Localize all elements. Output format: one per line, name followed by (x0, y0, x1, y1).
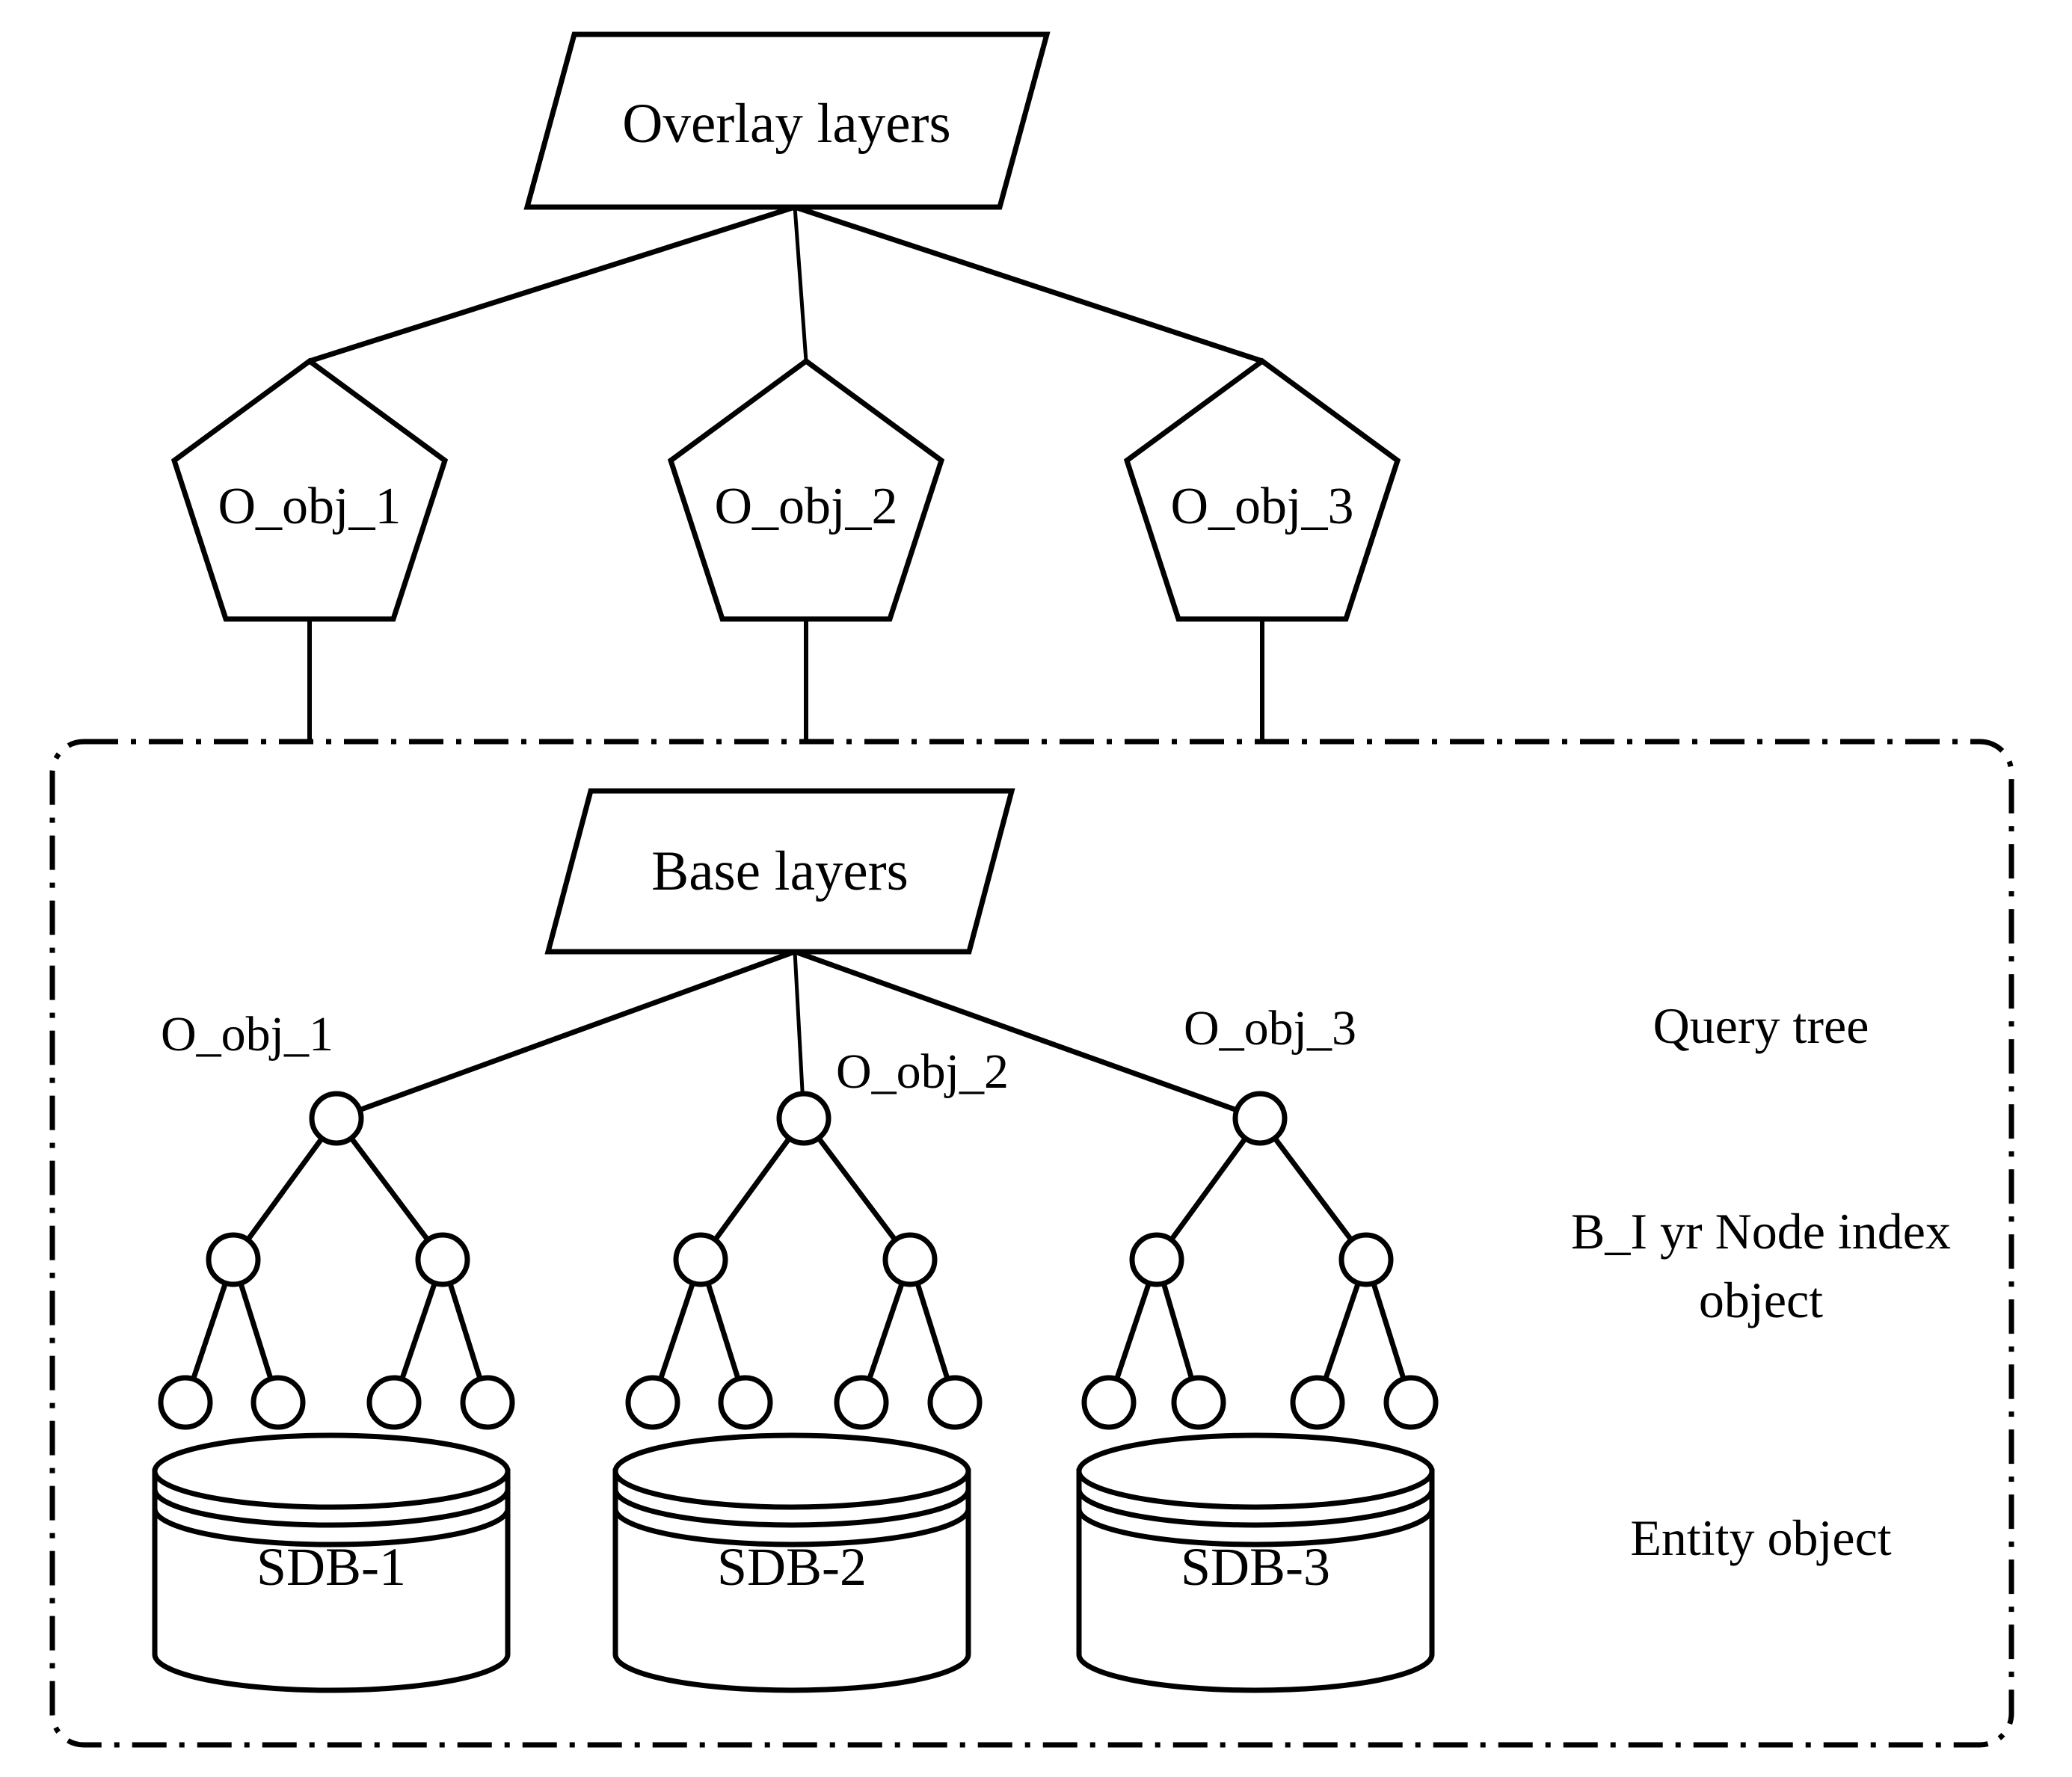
sdb3-top-disc (1076, 1432, 1435, 1510)
tree2-mid-node-left (673, 1232, 728, 1287)
sdb3-disc-line-1 (1076, 1488, 1435, 1528)
sdb1-top-disc (152, 1432, 511, 1510)
tree1-edge-root-right (334, 1116, 445, 1262)
sdb3-disc-line-2 (1076, 1508, 1435, 1547)
sdb3-label: SDB-3 (1181, 1537, 1330, 1597)
legend-node-index-line2: object (1699, 1272, 1823, 1328)
base-object-label-2: O_obj_2 (836, 1044, 1009, 1099)
tree3-leaf-node-2 (1171, 1375, 1226, 1430)
tree1-leaf-node-2 (250, 1375, 306, 1430)
sdb2-top-disc (612, 1432, 971, 1510)
edge-base-to-tree1 (335, 949, 796, 1121)
tree1-leaf-node-3 (366, 1375, 422, 1430)
tree1-leaf-node-1 (158, 1375, 213, 1430)
sdb2-label: SDB-2 (717, 1537, 867, 1597)
tree3-leaf-node-4 (1383, 1375, 1439, 1430)
sdb3-body (1076, 1468, 1435, 1693)
sdb1-label: SDB-1 (256, 1537, 406, 1597)
tree3-mid-node-left (1129, 1232, 1184, 1287)
tree2-root-node (776, 1091, 831, 1146)
sdb2-disc-line-1 (612, 1488, 971, 1528)
legend-entity-object: Entity object (1630, 1509, 1891, 1566)
tree1-root-node (309, 1091, 364, 1146)
sdb1-body (152, 1468, 511, 1693)
overlay-object-label-3: O_obj_3 (1171, 478, 1354, 535)
overlay-object-label-1: O_obj_1 (218, 478, 402, 535)
database-cylinder-3[interactable]: SDB-3 (1076, 1432, 1435, 1693)
tree2-mid-node-right (882, 1232, 938, 1287)
tree1-mid-node-left (206, 1232, 261, 1287)
tree1-edge-root-left (231, 1116, 339, 1262)
legend-query-tree: Query tree (1653, 997, 1869, 1054)
tree3-leaf-node-1 (1081, 1375, 1137, 1430)
edge-base-to-tree2 (793, 951, 806, 1119)
sdb2-disc-line-2 (612, 1508, 971, 1547)
tree2-leaf-node-3 (834, 1375, 889, 1430)
edge-overlay-to-obj2 (793, 206, 808, 362)
tree3-edge-root-right (1258, 1116, 1368, 1262)
database-cylinder-2[interactable]: SDB-2 (612, 1432, 971, 1693)
edge-base-to-tree3 (793, 949, 1261, 1121)
base-layers-node[interactable]: Base layers (544, 788, 1015, 955)
tree2-edge-root-right (802, 1116, 912, 1262)
tree3-leaf-node-3 (1290, 1375, 1345, 1430)
query-tree-1[interactable]: O_obj_1 (158, 1007, 515, 1430)
base-object-label-3: O_obj_3 (1184, 1001, 1356, 1056)
sdb1-disc-line-1 (152, 1488, 511, 1528)
overlay-object-1[interactable]: O_obj_1 (170, 357, 449, 622)
base-layers-parallelogram (544, 788, 1015, 955)
tree3-root-node (1232, 1091, 1288, 1146)
overlay-object-2[interactable]: O_obj_2 (667, 357, 945, 622)
overlay-layers-parallelogram (523, 31, 1051, 210)
sdb1-disc-line-2 (152, 1508, 511, 1547)
edge-overlay-to-obj1 (308, 204, 796, 364)
tree2-edge-root-left (698, 1116, 806, 1262)
edge-overlay-to-obj3 (793, 204, 1264, 364)
base-layers-label: Base layers (651, 840, 909, 902)
query-tree-3[interactable]: O_obj_3 (1081, 1001, 1439, 1430)
tree3-edge-root-left (1155, 1116, 1262, 1262)
tree3-mid-node-right (1338, 1232, 1394, 1287)
tree2-leaf-node-4 (927, 1375, 983, 1430)
tree2-leaf-node-1 (625, 1375, 680, 1430)
overlay-layers-label: Overlay layers (622, 93, 950, 155)
query-tree-2[interactable]: O_obj_2 (625, 1044, 1009, 1430)
overlay-layers-node[interactable]: Overlay layers (523, 31, 1051, 210)
tree1-mid-node-right (415, 1232, 470, 1287)
sdb2-body (612, 1468, 971, 1693)
tree2-leaf-node-2 (718, 1375, 773, 1430)
legend-node-index-line1: B_I yr Node index (1571, 1203, 1951, 1260)
base-layer-group-box (49, 739, 2014, 1748)
tree1-leaf-node-4 (460, 1375, 515, 1430)
overlay-object-label-2: O_obj_2 (715, 478, 898, 535)
base-object-label-1: O_obj_1 (161, 1007, 333, 1062)
database-cylinder-1[interactable]: SDB-1 (152, 1432, 511, 1693)
overlay-object-3[interactable]: O_obj_3 (1123, 357, 1401, 622)
